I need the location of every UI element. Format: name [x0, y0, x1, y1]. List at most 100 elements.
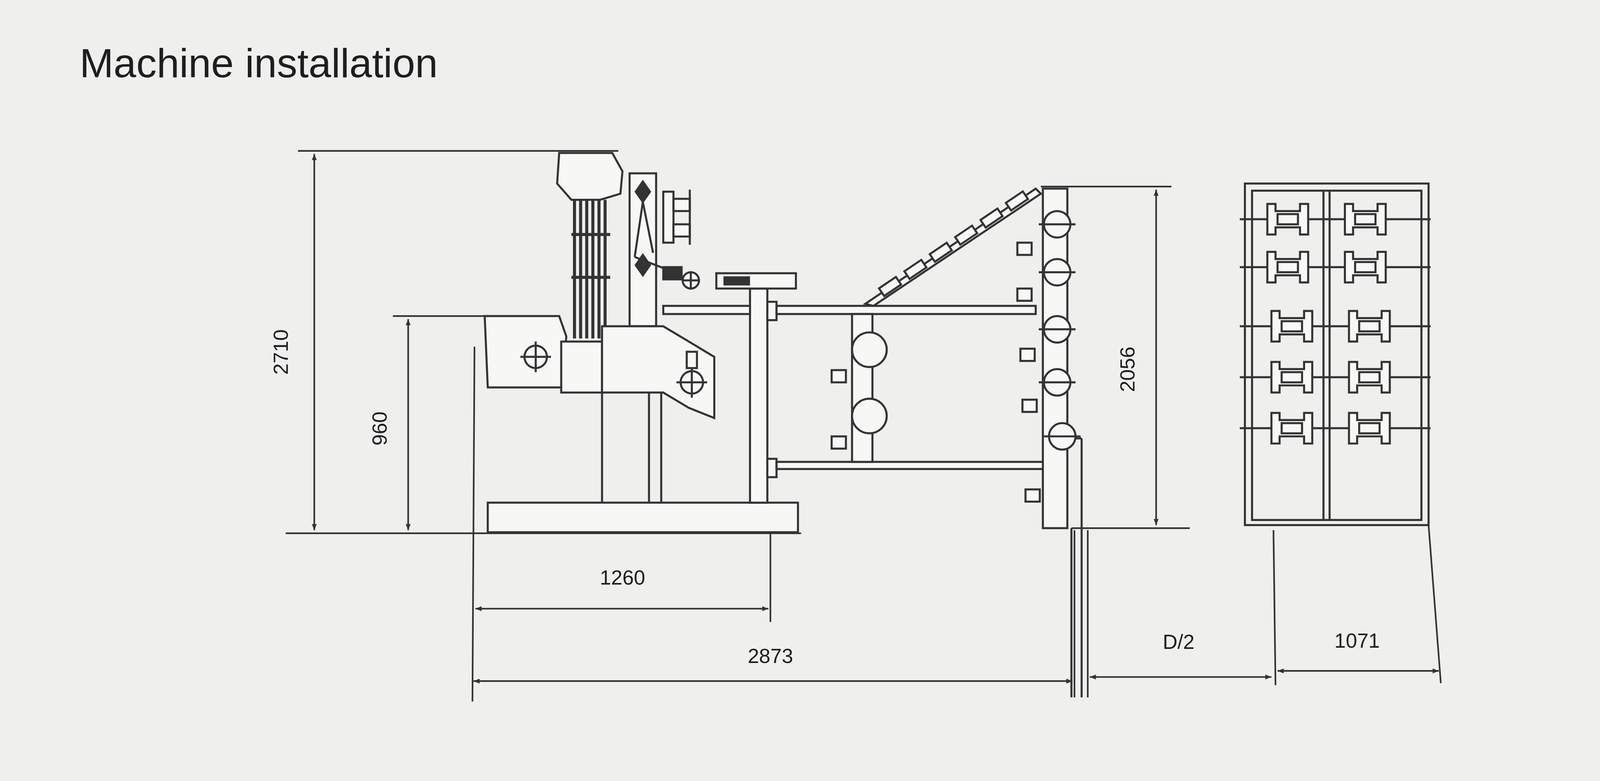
dimension-label: 2873	[747, 645, 794, 667]
drawing-part	[878, 276, 901, 296]
drawing-part	[601, 326, 715, 419]
drawing-part	[1155, 189, 1157, 526]
drawing-part	[1239, 325, 1431, 328]
drawing-part	[1428, 525, 1441, 684]
drawing-part	[1277, 670, 1439, 672]
drawing-part	[1025, 489, 1040, 502]
drawing-part	[1244, 183, 1429, 526]
drawing-part	[1005, 191, 1028, 211]
drawing-part	[473, 680, 1073, 682]
drawing-part	[1328, 190, 1331, 520]
drawing-part	[629, 173, 657, 327]
drawing-part	[1073, 530, 1076, 698]
drawing-part	[634, 201, 643, 257]
drawing-part	[1359, 372, 1380, 383]
drawing-part	[1239, 376, 1431, 379]
drawing-part	[571, 232, 611, 237]
drawing-part	[1355, 261, 1376, 273]
drawing-part	[579, 200, 583, 339]
dimension-label: D/2	[1162, 631, 1195, 653]
drawing-part	[1017, 242, 1032, 255]
drawing-part	[407, 319, 410, 531]
drawing-part	[571, 200, 611, 339]
drawing-part	[955, 225, 978, 245]
drawing-part	[831, 436, 846, 449]
drawing-part	[1359, 423, 1380, 434]
drawing-part	[1281, 423, 1302, 434]
drawing-part	[767, 458, 777, 478]
machine-body	[484, 152, 1082, 698]
drawing-part	[724, 277, 749, 285]
drawing-part	[642, 201, 653, 253]
dimension-label: 2710	[270, 329, 291, 375]
drawing-part	[690, 367, 693, 398]
dimension-label: 960	[369, 411, 390, 446]
drawing-part	[1273, 530, 1276, 686]
drawing-part	[1080, 438, 1083, 698]
drawing-part	[776, 461, 1046, 470]
drawing-part	[635, 254, 650, 276]
drawing-part	[313, 154, 315, 531]
drawing-part	[831, 370, 846, 383]
drawing-part	[1349, 412, 1390, 444]
drawing-part	[1038, 328, 1076, 331]
drawing-part	[1087, 530, 1089, 698]
drawing-part	[561, 341, 602, 393]
drawing-part	[597, 200, 601, 339]
drawing-part	[1355, 214, 1376, 225]
drawing-part	[716, 273, 797, 289]
drawing-part	[1070, 528, 1073, 698]
drawing-part	[767, 301, 777, 321]
drawing-part	[1281, 372, 1302, 383]
drawing-part	[472, 346, 475, 702]
drawing-part	[688, 189, 691, 245]
drawing-part	[571, 275, 611, 279]
drawing-part	[1281, 321, 1302, 332]
drawing-part	[1040, 185, 1172, 188]
drawing-part	[1043, 435, 1081, 438]
drawing-part	[865, 188, 1042, 306]
drawing-part	[1267, 203, 1309, 235]
drawing-part	[852, 398, 887, 434]
spool-rows	[1239, 203, 1431, 444]
drawing-part	[487, 502, 799, 533]
drawing-part	[591, 200, 595, 339]
dimension-label: 1071	[1334, 630, 1380, 651]
drawing-part	[1017, 288, 1032, 301]
drawing-part	[663, 305, 750, 315]
drawing-part	[663, 267, 682, 280]
drawing-part	[1038, 271, 1076, 274]
drawing-part	[484, 316, 567, 388]
drawing-part	[750, 288, 768, 503]
drawing-part	[980, 208, 1003, 228]
drawing-part	[929, 242, 952, 262]
drawing-part	[534, 341, 537, 373]
drawing-part	[1322, 190, 1325, 520]
drawing-part	[673, 198, 690, 211]
drawing-part	[1349, 310, 1390, 342]
drawing-part	[663, 191, 674, 243]
drawing-part	[689, 271, 692, 290]
drawing-part	[1239, 427, 1431, 430]
drawing-part	[1277, 261, 1299, 273]
drawing-part	[852, 332, 887, 368]
drawing-part	[1344, 203, 1386, 235]
drawing-part	[475, 607, 769, 610]
drawing-part	[769, 532, 771, 622]
drawing-part	[1042, 188, 1068, 529]
drawing-part	[1089, 676, 1272, 679]
drawing-part	[392, 315, 485, 317]
drawing-part	[298, 150, 619, 152]
drawing-part	[1252, 190, 1422, 520]
drawing-part	[776, 305, 1036, 315]
drawing-part	[1359, 321, 1380, 332]
drawing-part	[1038, 223, 1076, 226]
drawing-part	[686, 351, 697, 369]
drawing-part	[635, 181, 650, 202]
dimension-label: 2056	[1117, 346, 1138, 393]
drawing-part	[1277, 214, 1299, 225]
drawing-part	[603, 200, 607, 327]
drawing-part	[1267, 251, 1309, 283]
drawing-part	[1271, 310, 1313, 342]
